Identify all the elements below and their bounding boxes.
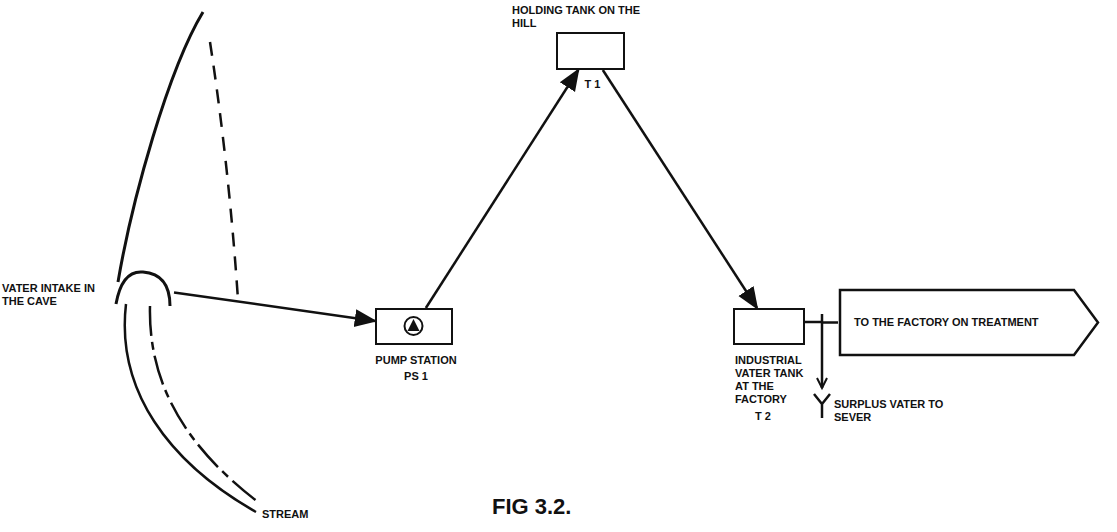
cave-outline [118,12,203,282]
node-caption: VATER INTAKE IN THE CAVE [2,282,104,308]
figure-number: FIG 3.2. [492,494,632,520]
stream-bank [125,304,256,512]
pipe-connector [174,292,375,321]
node-tag: T 1 [558,78,627,91]
surplus-pipe [821,330,824,388]
factory-arrow: TO THE FACTORY ON TREATMENT [838,288,1100,357]
cave-outline-hidden [210,42,238,300]
flow-arrow [817,378,827,388]
pump-station-box: PUMP STATIONPS 1 [375,308,453,345]
stream-bank [150,306,258,502]
pipe-stub [805,314,822,330]
pipe-connector [603,70,757,308]
node-tag: PS 1 [361,370,471,383]
holding-tank-box: HOLDING TANK ON THE HILLT 1 [556,32,625,70]
intake-arch [112,268,174,308]
node-caption: HOLDING TANK ON THE HILL [512,4,652,30]
drain-symbol [814,394,830,418]
pipe-connector [426,70,578,308]
pipe-connector [822,321,838,324]
node-caption: TO THE FACTORY ON TREATMENT [854,316,1054,329]
stream-label: STREAM [262,508,342,521]
intake-arch-line [116,272,170,306]
industrial-tank-box: INDUSTRIAL VATER TANK AT THE FACTORYT 2 [733,308,805,345]
note-label: SURPLUS VATER TO SEVER [834,398,954,424]
node-caption: PUMP STATION [361,354,471,367]
node-caption: INDUSTRIAL VATER TANK AT THE FACTORY [735,354,817,406]
water-intake: VATER INTAKE IN THE CAVE [112,268,174,308]
pump-symbol [377,310,450,342]
node-tag: T 2 [755,410,795,423]
